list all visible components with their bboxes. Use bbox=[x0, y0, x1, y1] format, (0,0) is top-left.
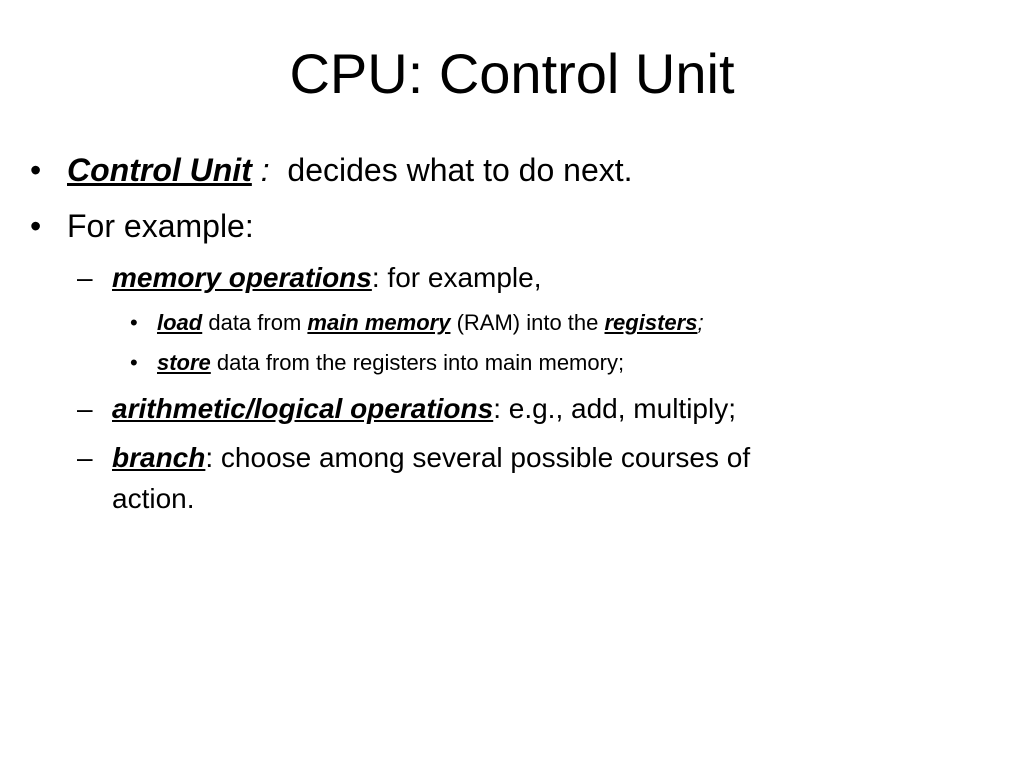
subitem-branch-continuation: action. bbox=[112, 483, 195, 514]
subsubitem-text: ; bbox=[697, 310, 704, 335]
bullet-marker: • bbox=[30, 208, 42, 244]
bullet-marker: • bbox=[130, 350, 138, 375]
term-arithmetic-logical-operations: arithmetic/logical operations bbox=[112, 393, 494, 424]
subsubitem-text: data from the registers into main memory… bbox=[210, 350, 625, 375]
term-main-memory: main memory bbox=[307, 310, 451, 335]
term-memory-operations: memory operations bbox=[112, 262, 372, 293]
term-store: store bbox=[157, 350, 211, 375]
subitem-memory-operations: memory operations: for example, bbox=[112, 260, 542, 296]
bullet-for-example: For example: bbox=[67, 206, 254, 246]
subsubitem-text: data from bbox=[202, 310, 308, 335]
dash-marker: – bbox=[77, 393, 93, 424]
subsubitem-text: (RAM) into the bbox=[450, 310, 605, 335]
subitem-arithmetic-operations: arithmetic/logical operations: e.g., add… bbox=[112, 391, 736, 427]
bullet-text: decides what to do next. bbox=[287, 152, 633, 188]
subsubitem-load: load data from main memory (RAM) into th… bbox=[157, 309, 704, 337]
bullet-control-unit: Control Unit : decides what to do next. bbox=[67, 150, 633, 190]
term-registers: registers bbox=[604, 310, 698, 335]
dash-marker: – bbox=[77, 442, 93, 473]
term-control-unit: Control Unit bbox=[67, 152, 252, 188]
subitem-text: : e.g., add, multiply; bbox=[493, 393, 736, 424]
slide-title: CPU: Control Unit bbox=[289, 42, 735, 105]
term-load: load bbox=[157, 310, 203, 335]
bullet-marker: • bbox=[30, 152, 42, 188]
bullet-marker: • bbox=[130, 310, 138, 335]
subitem-branch: branch: choose among several possible co… bbox=[112, 440, 750, 476]
subsubitem-store: store data from the registers into main … bbox=[157, 349, 624, 377]
subitem-text: : for example, bbox=[371, 262, 542, 293]
term-branch: branch bbox=[112, 442, 206, 473]
dash-marker: – bbox=[77, 262, 93, 293]
subitem-text: : choose among several possible courses … bbox=[205, 442, 751, 473]
bullet-text: For example: bbox=[67, 208, 254, 244]
term-colon: : bbox=[251, 152, 279, 188]
